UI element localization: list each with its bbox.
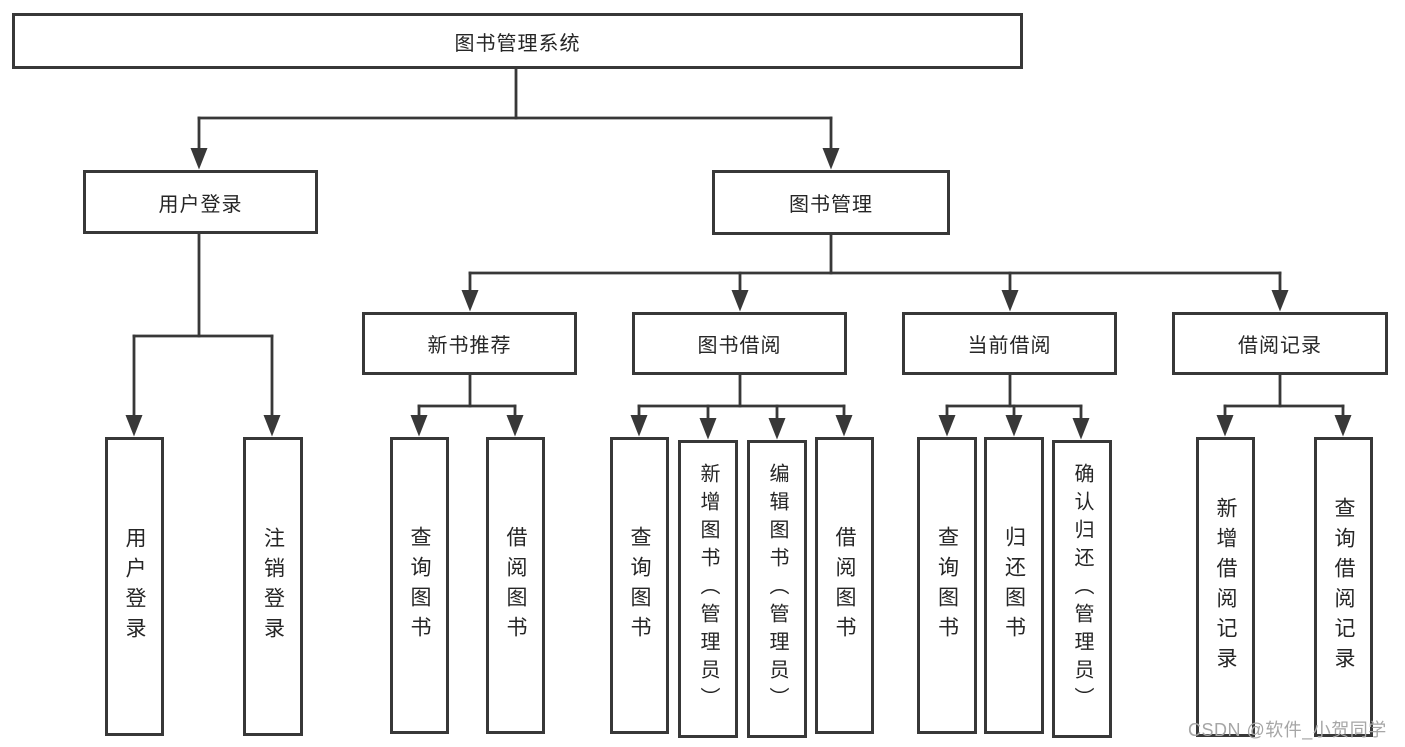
node-book-management: 图书管理: [712, 170, 950, 235]
arrowhead-down-icon: [125, 415, 143, 437]
arrowhead-down-icon: [835, 415, 853, 437]
arrowhead-down-icon: [1001, 290, 1019, 312]
leaf-br-add-record: 新增借阅记录: [1196, 437, 1255, 737]
arrowhead-down-icon: [699, 418, 717, 440]
leaf-bb-borrow-books: 借阅图书: [815, 437, 874, 734]
arrowhead-down-icon: [1334, 415, 1352, 437]
leaf-cb-query-books: 查询图书: [917, 437, 977, 734]
leaf-cb-return-books: 归还图书: [984, 437, 1044, 734]
leaf-nbr-query-books: 查询图书: [390, 437, 449, 734]
leaf-bb-edit-books-admin: 编辑图书（管理员）: [747, 440, 807, 738]
leaf-user-login: 用户登录: [105, 437, 164, 736]
leaf-bb-add-books-admin: 新增图书（管理员）: [678, 440, 738, 738]
leaf-cb-confirm-return-admin: 确认归还（管理员）: [1052, 440, 1112, 738]
arrowhead-down-icon: [1072, 418, 1090, 440]
leaf-bb-query-books: 查询图书: [610, 437, 669, 734]
node-library-system: 图书管理系统: [12, 13, 1023, 69]
arrowhead-down-icon: [938, 415, 956, 437]
arrowhead-down-icon: [1216, 415, 1234, 437]
node-borrowing-records: 借阅记录: [1172, 312, 1388, 375]
arrowhead-down-icon: [822, 148, 840, 170]
leaf-br-query-record: 查询借阅记录: [1314, 437, 1373, 737]
node-user-login: 用户登录: [83, 170, 318, 234]
arrowhead-down-icon: [630, 415, 648, 437]
arrowhead-down-icon: [506, 415, 524, 437]
arrowhead-down-icon: [410, 415, 428, 437]
arrowhead-down-icon: [263, 415, 281, 437]
arrowhead-down-icon: [1005, 415, 1023, 437]
arrowhead-down-icon: [768, 418, 786, 440]
leaf-logout-login: 注销登录: [243, 437, 303, 736]
arrowhead-down-icon: [1271, 290, 1289, 312]
node-book-borrowing: 图书借阅: [632, 312, 847, 375]
leaf-nbr-borrow-books: 借阅图书: [486, 437, 545, 734]
node-current-borrowing: 当前借阅: [902, 312, 1117, 375]
node-new-book-recommendation: 新书推荐: [362, 312, 577, 375]
watermark: CSDN @软件_小贺同学: [1188, 720, 1387, 740]
arrowhead-down-icon: [461, 290, 479, 312]
arrowhead-down-icon: [190, 148, 208, 170]
arrowhead-down-icon: [731, 290, 749, 312]
